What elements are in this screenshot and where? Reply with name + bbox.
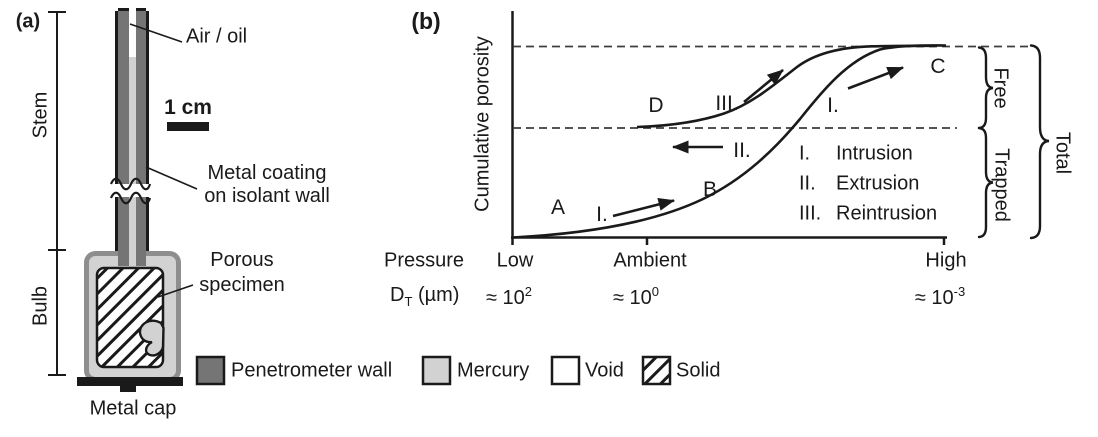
x-axis-ticks — [511, 238, 946, 245]
point-label-b: B — [702, 177, 718, 201]
chart-legend-numeral-3: III. — [799, 202, 822, 225]
y-axis-label: Cumulative porosity — [471, 36, 494, 212]
legend-label-penetrometer-wall: Penetrometer wall — [231, 359, 393, 382]
specimen-leader-line — [157, 284, 194, 298]
bulb-label: Bulb — [29, 285, 52, 327]
coating-label-line2: on isolant wall — [204, 185, 330, 207]
dt-tick-low-exponent: 2 — [524, 284, 533, 300]
stem-outline-left — [115, 11, 118, 252]
stem-outline-right — [146, 11, 149, 252]
pressure-tick-ambient: Ambient — [613, 249, 687, 272]
chart-legend-label-1: Intrusion — [836, 142, 913, 165]
legend-swatch-mercury — [421, 355, 452, 386]
dt-tick-high-exponent: -3 — [953, 284, 966, 300]
point-label-a: A — [550, 195, 566, 219]
panel-a-tag: (a) — [16, 11, 52, 43]
point-label-d: D — [648, 93, 664, 117]
metal-cap-tab — [120, 386, 136, 392]
panel-a-tag-text: (a) — [15, 10, 41, 33]
stem-wall-right-cap — [136, 8, 146, 11]
specimen-label: Porous specimen — [199, 248, 285, 298]
throat-diameter-row-label: DT (µm) — [390, 285, 459, 309]
panel-b-tag: (b) — [411, 7, 441, 34]
dt-tick-low: ≈ 102 — [486, 285, 532, 309]
intrusion-arrow-lower — [612, 198, 675, 218]
dt-tick-high: ≈ 10-3 — [915, 285, 965, 309]
stem-bulb-extent-bracket — [48, 11, 66, 376]
chart-legend-label-2: Extrusion — [836, 172, 920, 195]
legend-label-mercury: Mercury — [457, 359, 530, 382]
stem-wall-left — [118, 8, 129, 252]
stem-break-squiggle-bottom — [109, 191, 152, 205]
air-oil-label: Air / oil — [186, 25, 248, 48]
reintrusion-curve — [636, 44, 936, 129]
dt-tick-ambient-exponent: 0 — [651, 284, 660, 300]
chart-legend-numeral-1: I. — [799, 142, 811, 165]
penetrometer-schematic — [48, 8, 672, 392]
legend-swatch-penetrometer-wall — [195, 355, 226, 386]
specimen-label-line1: Porous — [210, 249, 274, 271]
legend-swatch-void — [550, 355, 581, 386]
dt-subscript: T — [404, 294, 413, 310]
coating-leader-line — [145, 166, 198, 190]
trapped-brace-label: Trapped — [990, 148, 1013, 222]
stem-wall-right — [136, 8, 146, 252]
dt-tick-low-base: ≈ 10 — [485, 286, 525, 309]
chart-legend-row-intrusion: I. Intrusion — [799, 142, 913, 165]
trapped-void-blob — [138, 319, 165, 357]
chart-legend-row-extrusion: II. Extrusion — [799, 172, 920, 195]
free-brace — [977, 46, 994, 130]
legend-swatch-solid — [641, 355, 672, 386]
intrusion-curve — [512, 44, 947, 239]
intrusion-arrow-upper — [847, 66, 904, 90]
metal-cap-bar — [77, 377, 183, 386]
legend-label-void: Void — [585, 359, 624, 382]
pressure-tick-low: Low — [496, 249, 534, 272]
arrow-label-extrusion: II. — [733, 138, 751, 162]
dt-tick-ambient-base: ≈ 10 — [612, 286, 652, 309]
point-label-c: C — [930, 54, 946, 78]
total-brace-label: Total — [1051, 131, 1074, 175]
dt-tick-ambient: ≈ 100 — [613, 285, 659, 309]
stem-label: Stem — [29, 91, 52, 139]
dt-base: D — [390, 284, 405, 307]
porosity-chart — [511, 11, 1050, 245]
arrow-label-intrusion-upper: I. — [827, 93, 839, 117]
chart-legend-label-3: Reintrusion — [836, 202, 938, 225]
pressure-row-label: Pressure — [383, 249, 465, 272]
stem-air-oil-column — [129, 8, 136, 57]
chart-legend-row-reintrusion: III. Reintrusion — [799, 202, 938, 225]
stem-wall-left-cap — [118, 8, 129, 11]
trapped-brace — [977, 126, 994, 239]
arrow-label-intrusion-lower: I. — [596, 202, 608, 226]
scale-bar — [167, 122, 209, 131]
chart-legend-numeral-2: II. — [799, 172, 816, 195]
legend-label-solid: Solid — [676, 359, 721, 382]
stem-break-squiggle-top — [109, 177, 152, 191]
arrow-label-reintrusion: III. — [715, 91, 739, 115]
dt-tick-high-base: ≈ 10 — [914, 286, 954, 309]
free-brace-label: Free — [989, 67, 1012, 109]
coating-label-line1: Metal coating — [207, 162, 327, 184]
reintrusion-arrow — [743, 68, 784, 104]
specimen-label-line2: specimen — [199, 274, 285, 296]
air-oil-leader-line — [129, 23, 183, 43]
dt-unit: (µm) — [412, 284, 460, 307]
total-brace — [1029, 44, 1050, 240]
pressure-tick-high: High — [925, 249, 967, 272]
stem-stub-mercury-channel — [129, 251, 136, 269]
coating-label: Metal coating on isolant wall — [204, 162, 330, 208]
scale-bar-label: 1 cm — [164, 95, 212, 119]
metal-cap-label: Metal cap — [89, 397, 177, 420]
stem-mercury-column — [129, 8, 136, 252]
